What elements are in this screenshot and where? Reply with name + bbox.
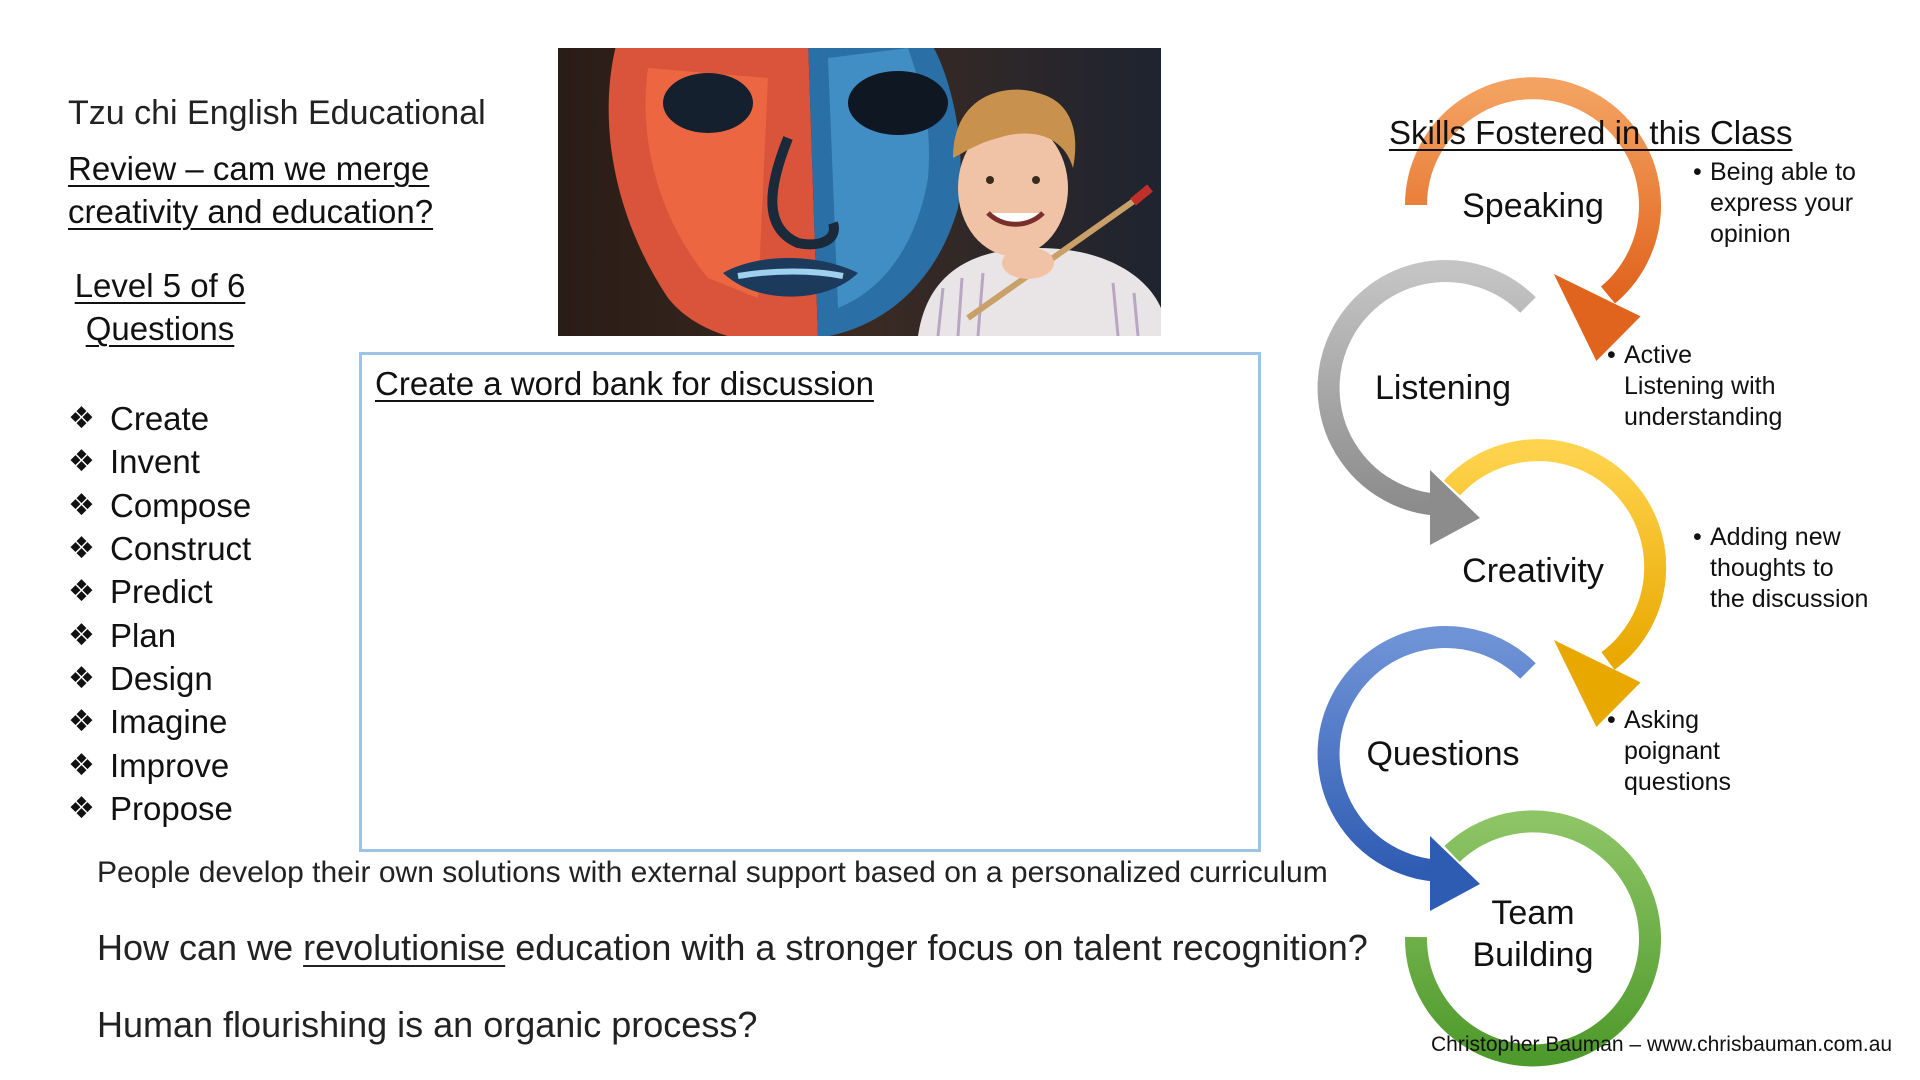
team-label-line-1: Team: [1491, 894, 1575, 932]
desc-line: express your: [1710, 189, 1854, 217]
diamond-bullet-icon: ❖: [68, 488, 95, 522]
diamond-bullet-icon: ❖: [68, 532, 95, 566]
verb-label: Design: [110, 659, 213, 697]
verb-label: Plan: [110, 616, 177, 654]
skills-title: Skills Fostered in this Class: [1389, 114, 1793, 151]
verb-label: Invent: [110, 443, 200, 481]
revolutionise-word: revolutionise: [303, 927, 506, 968]
word-bank-title: Create a word bank for discussion: [375, 365, 874, 402]
desc-line: Listening with: [1624, 372, 1776, 400]
verb-label: Imagine: [110, 703, 228, 741]
creativity-description: • Adding new thoughts to the discussion: [1693, 522, 1869, 615]
question-human-flourishing: Human flourishing is an organic process?: [97, 1004, 758, 1045]
desc-line: Adding new: [1710, 523, 1841, 551]
organization-title: Tzu chi English Educational: [68, 94, 486, 132]
diamond-bullet-icon: ❖: [68, 445, 95, 479]
painting-photo: [558, 48, 1161, 336]
desc-line: questions: [1624, 768, 1732, 796]
verb-list: ❖ Create ❖ Invent ❖ Compose ❖ Construct ❖ Pre…: [68, 397, 251, 830]
skills-cycle-diagram: [1317, 77, 1667, 1067]
desc-line: poignant: [1624, 737, 1720, 765]
skill-label-speaking: Speaking: [1462, 187, 1604, 225]
desc-line: the discussion: [1710, 585, 1869, 613]
skill-label-listening: Listening: [1374, 369, 1512, 407]
questions-description: • Asking poignant questions: [1607, 705, 1732, 798]
diamond-bullet-icon: ❖: [68, 791, 95, 825]
author-credit: Christopher Bauman – www.chrisbauman.com…: [1431, 1033, 1893, 1056]
level-line-1: Level 5 of 6: [74, 267, 246, 304]
verb-label: Predict: [110, 573, 213, 611]
listening-arc-arrow: [1317, 260, 1536, 545]
team-building-ring: [1404, 810, 1661, 1067]
skill-label-questions: Questions: [1366, 735, 1520, 773]
skill-label-creativity: Creativity: [1462, 552, 1604, 590]
verb-label: Propose: [110, 789, 233, 827]
review-line-1: Review – cam we merge: [68, 150, 430, 187]
verb-item: ❖ Create: [68, 397, 251, 440]
level-line-2: Questions: [85, 310, 235, 347]
desc-line: thoughts to: [1710, 554, 1834, 582]
question-text-end: education with a stronger focus on talen…: [505, 927, 1368, 968]
speaking-arc-arrow: [1405, 77, 1661, 361]
desc-line: understanding: [1624, 403, 1783, 431]
desc-line: Asking: [1624, 706, 1700, 734]
review-line-2: creativity and education?: [68, 193, 434, 230]
bullet-dot-icon: •: [1693, 158, 1702, 186]
diamond-bullet-icon: ❖: [68, 618, 95, 652]
team-label-line-2: Building: [1472, 936, 1594, 974]
diamond-bullet-icon: ❖: [68, 661, 95, 695]
question-revolutionise-education: How can we revolutionise education with …: [97, 927, 1368, 969]
desc-line: Active: [1624, 341, 1693, 369]
diamond-bullet-icon: ❖: [68, 402, 95, 436]
verb-item: ❖ Compose: [68, 484, 251, 527]
diamond-bullet-icon: ❖: [68, 575, 95, 609]
review-heading: Review – cam we merge creativity and edu…: [68, 147, 433, 233]
question-text-start: How can we: [97, 927, 304, 968]
verb-item: ❖ Invent: [68, 440, 251, 483]
level-heading: Level 5 of 6 Questions: [70, 264, 250, 350]
verb-label: Create: [110, 400, 210, 438]
listening-description: • Active Listening with understanding: [1607, 340, 1783, 433]
verb-label: Construct: [110, 530, 252, 568]
diamond-bullet-icon: ❖: [68, 748, 95, 782]
verb-item: ❖ Imagine: [68, 700, 251, 743]
creativity-arc-arrow: [1443, 439, 1667, 727]
verb-item: ❖ Improve: [68, 743, 251, 786]
verb-label: Improve: [110, 746, 230, 784]
verb-label: Compose: [110, 486, 252, 524]
verb-item: ❖ Plan: [68, 613, 251, 656]
speaking-description: • Being able to express your opinion: [1693, 157, 1856, 250]
statement-personalized-curriculum: People develop their own solutions with …: [97, 856, 1328, 889]
bullet-dot-icon: •: [1693, 523, 1702, 551]
bullet-dot-icon: •: [1607, 341, 1616, 369]
verb-item: ❖ Construct: [68, 527, 251, 570]
verb-item: ❖ Predict: [68, 570, 251, 613]
verb-item: ❖ Design: [68, 657, 251, 700]
verb-item: ❖ Propose: [68, 787, 251, 830]
word-bank-box[interactable]: Create a word bank for discussion: [359, 352, 1261, 852]
diamond-bullet-icon: ❖: [68, 705, 95, 739]
portrait-painting-image: [558, 48, 1161, 336]
desc-line: Being able to: [1710, 158, 1856, 186]
questions-arc-arrow: [1317, 626, 1536, 911]
bullet-dot-icon: •: [1607, 706, 1616, 734]
desc-line: opinion: [1710, 220, 1791, 248]
skill-label-team-building: Team Building: [1433, 892, 1633, 976]
